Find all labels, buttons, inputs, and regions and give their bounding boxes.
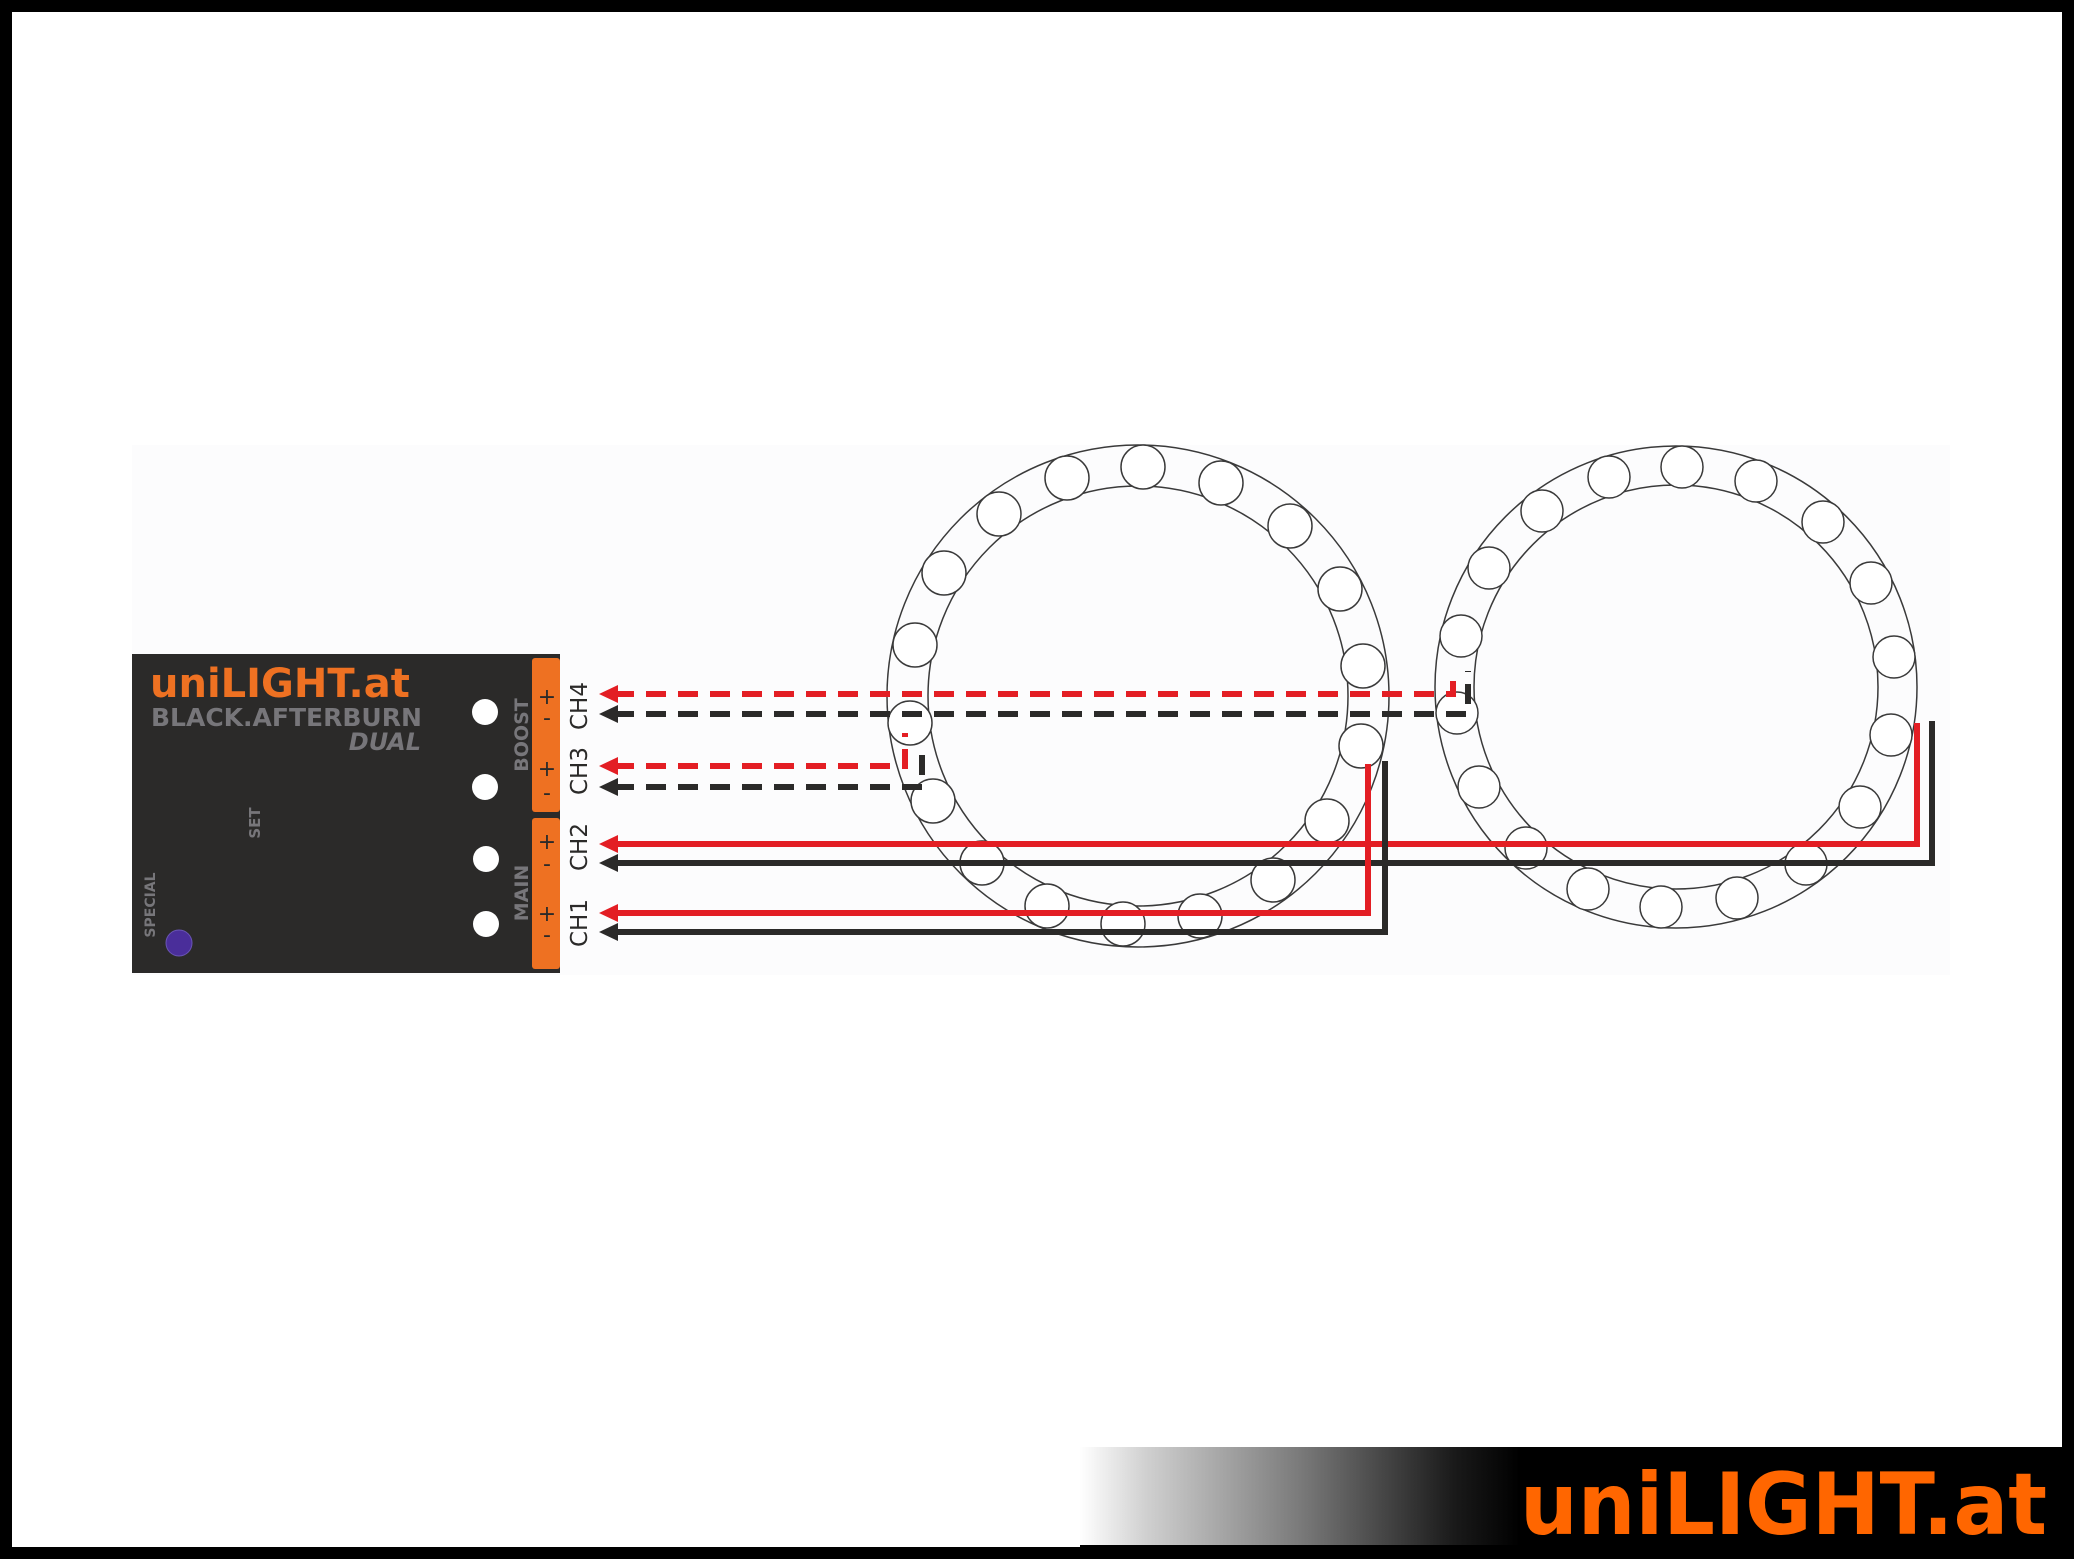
wire-ch4-negative <box>614 671 1471 717</box>
arrow-left-icon <box>599 705 618 723</box>
arrow-left-icon <box>599 835 618 853</box>
arrow-left-icon <box>599 923 618 941</box>
wire-ch4-positive <box>614 670 1456 697</box>
pin-minus: - <box>543 781 551 806</box>
special-label: SPECIAL <box>143 872 159 937</box>
channel-label-ch1: CH1 <box>567 899 593 947</box>
arrow-left-icon <box>599 854 618 872</box>
ring-outer-edge <box>1434 445 1918 929</box>
led-icon <box>1566 867 1610 911</box>
pin-plus: + <box>538 757 556 782</box>
led-icon <box>1467 546 1511 590</box>
led-icon <box>887 700 933 746</box>
led-icon <box>1715 876 1759 920</box>
footer-gradient <box>1080 1447 1520 1545</box>
led-icon <box>1317 566 1363 612</box>
arrow-left-icon <box>599 685 618 703</box>
led-icon <box>892 622 938 668</box>
led-group <box>887 444 1386 947</box>
wire-ch2-positive <box>614 723 1920 847</box>
led-icon <box>1044 455 1090 501</box>
controller-module: uniLIGHT.at BLACK.AFTERBURN DUAL SET SPE… <box>132 654 593 973</box>
led-icon <box>1120 444 1166 490</box>
wire-ch3-negative <box>614 752 925 790</box>
wire-ch1-negative <box>614 761 1388 935</box>
pin-labels: + - + - + - + - <box>538 685 556 948</box>
led-icon <box>1100 901 1146 947</box>
controller-variant: DUAL <box>349 728 421 756</box>
main-connector <box>532 818 560 969</box>
channel-labels: CH4 CH3 CH2 CH1 <box>567 682 593 947</box>
led-icon <box>921 550 967 596</box>
led-ring-1 <box>886 444 1390 948</box>
arrow-left-icon <box>599 757 618 775</box>
led-icon <box>1439 614 1483 658</box>
special-button[interactable] <box>165 929 193 957</box>
led-icon <box>1838 785 1882 829</box>
led-icon <box>1504 826 1548 870</box>
led-icon <box>1267 503 1313 549</box>
main-label: MAIN <box>511 865 533 922</box>
channel-label-ch4: CH4 <box>567 682 593 730</box>
wire-ch3-positive <box>614 733 908 769</box>
led-icon <box>1340 643 1386 689</box>
arrowheads <box>599 685 618 941</box>
pin-plus: + <box>538 685 556 710</box>
led-icon <box>1250 857 1296 903</box>
led-icon <box>1734 459 1778 503</box>
wire-ch2-negative <box>614 721 1935 866</box>
led-icon <box>1872 635 1916 679</box>
led-icon <box>1869 713 1913 757</box>
boost-label: BOOST <box>511 698 533 771</box>
footer-brand: uniLIGHT.at <box>1520 1455 2047 1555</box>
led-icon <box>1849 561 1893 605</box>
pin-minus: - <box>543 706 551 731</box>
led-icon <box>1639 885 1683 929</box>
led-indicator-3 <box>473 846 499 872</box>
channel-label-ch3: CH3 <box>567 747 593 795</box>
pin-plus: + <box>538 902 556 927</box>
set-label: SET <box>246 807 264 839</box>
led-icon <box>1338 723 1384 769</box>
arrow-left-icon <box>599 904 618 922</box>
led-icon <box>1024 883 1070 929</box>
pin-minus: - <box>543 852 551 877</box>
pin-plus: + <box>538 830 556 855</box>
wires <box>614 670 1935 935</box>
controller-brand: uniLIGHT.at <box>150 661 410 707</box>
led-icon <box>1801 500 1845 544</box>
led-indicator-2 <box>472 774 498 800</box>
wire-ch1-positive <box>614 764 1371 916</box>
led-indicator-1 <box>472 699 498 725</box>
pin-minus: - <box>543 923 551 948</box>
channel-label-ch2: CH2 <box>567 823 593 871</box>
led-icon <box>1587 455 1631 499</box>
led-icon <box>1304 798 1350 844</box>
led-icon <box>976 491 1022 537</box>
led-icon <box>1198 460 1244 506</box>
led-icon <box>1660 445 1704 489</box>
led-indicator-4 <box>473 911 499 937</box>
controller-model: BLACK.AFTERBURN <box>151 703 422 732</box>
arrow-left-icon <box>599 778 618 796</box>
led-icon <box>1520 489 1564 533</box>
led-icon <box>1457 765 1501 809</box>
boost-connector <box>532 658 560 812</box>
footer-brand-bar: uniLIGHT.at <box>1080 1447 2074 1559</box>
